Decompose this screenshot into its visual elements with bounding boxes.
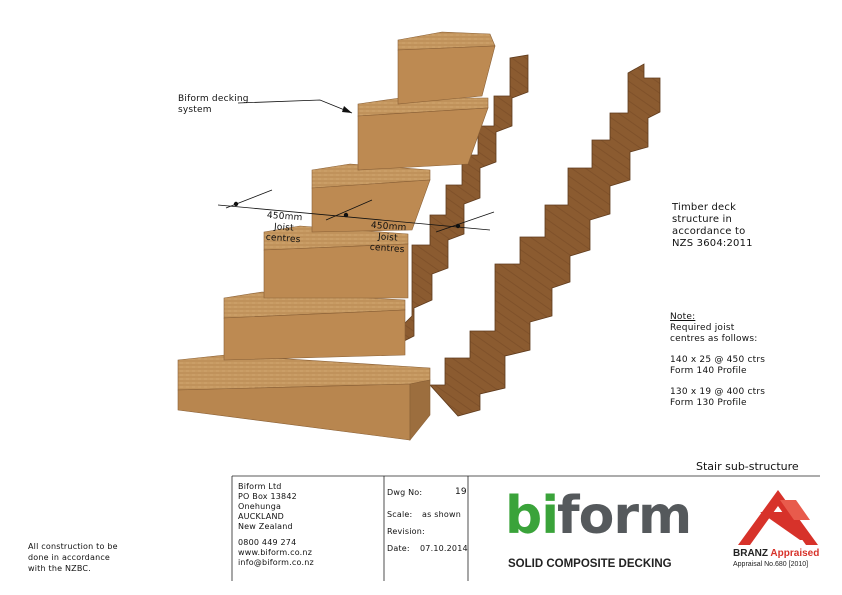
joist-dimension-line	[217, 189, 495, 233]
callout-joist-left: 450mm Joist centres	[265, 211, 302, 246]
company-city: AUCKLAND	[238, 512, 285, 521]
sheet-title: Stair sub-structure	[696, 460, 799, 473]
logo-tagline: SOLID COMPOSITE DECKING	[508, 558, 672, 570]
date-value: 07.10.2014	[420, 544, 468, 553]
note-spec2-size: 130 x 19 @ 400 ctrs	[670, 387, 766, 397]
callout-decking-line1: Biform decking	[178, 94, 249, 104]
branz-mark-icon	[738, 490, 818, 545]
logo-form: form	[557, 486, 692, 546]
note-line2: centres as follows:	[670, 334, 758, 344]
decking-leader-line	[237, 99, 353, 114]
note-heading: Note:	[670, 312, 696, 322]
callout-decking-line2: system	[178, 105, 212, 115]
dwg-no-row: Dwg No:	[387, 487, 422, 498]
construction-note-line2: done in accordance	[28, 553, 111, 562]
note-line1: Required joist	[670, 323, 735, 333]
construction-note: All construction to be done in accordanc…	[28, 541, 118, 574]
logo-bi: bi	[505, 486, 559, 546]
dwg-no-label: Dwg No:	[387, 488, 423, 497]
branz-appraised: Appraised	[770, 548, 820, 559]
branz-word: BRANZ	[733, 548, 768, 559]
callout-joist-right: 450mm Joist centres	[369, 221, 406, 256]
timber-line1: Timber deck	[672, 202, 737, 213]
branz-badge: BRANZ Appraised	[733, 548, 819, 559]
title-block-frame	[231, 475, 820, 581]
dwg-no-value: 19	[455, 487, 467, 497]
construction-note-line3: with the NZBC.	[28, 564, 91, 573]
branz-appraisal-number: Appraisal No.680 [2010]	[733, 561, 809, 568]
company-name: Biform Ltd	[238, 482, 282, 491]
scale-label: Scale:	[387, 510, 413, 519]
timber-line2: structure in	[672, 214, 733, 225]
leader-arrowhead	[342, 106, 352, 113]
revision-label: Revision:	[387, 527, 425, 536]
company-suburb: Onehunga	[238, 502, 282, 511]
stair-treads	[177, 31, 496, 441]
company-phone: 0800 449 274	[238, 538, 297, 547]
company-pobox: PO Box 13842	[238, 492, 297, 501]
company-address: Biform Ltd PO Box 13842 Onehunga AUCKLAN…	[238, 482, 314, 568]
callout-decking: Biform decking system	[178, 94, 249, 116]
back-stringer	[429, 63, 661, 417]
construction-note-line1: All construction to be	[28, 542, 118, 551]
company-web: www.biform.co.nz	[238, 548, 313, 557]
callout-timber-structure: Timber deck structure in accordance to N…	[672, 202, 753, 250]
front-stringer	[397, 54, 529, 343]
date-label: Date:	[387, 544, 410, 553]
note-spec1-size: 140 x 25 @ 450 ctrs	[670, 355, 766, 365]
company-country: New Zealand	[238, 522, 293, 531]
timber-line4: NZS 3604:2011	[672, 238, 753, 249]
company-email: info@biform.co.nz	[238, 558, 314, 567]
note-spec2-profile: Form 130 Profile	[670, 398, 747, 408]
note-spec1-profile: Form 140 Profile	[670, 366, 747, 376]
timber-line3: accordance to	[672, 226, 746, 237]
scale-value: as shown	[422, 510, 461, 519]
joist-note: Note: Required joist centres as follows:…	[670, 312, 765, 409]
